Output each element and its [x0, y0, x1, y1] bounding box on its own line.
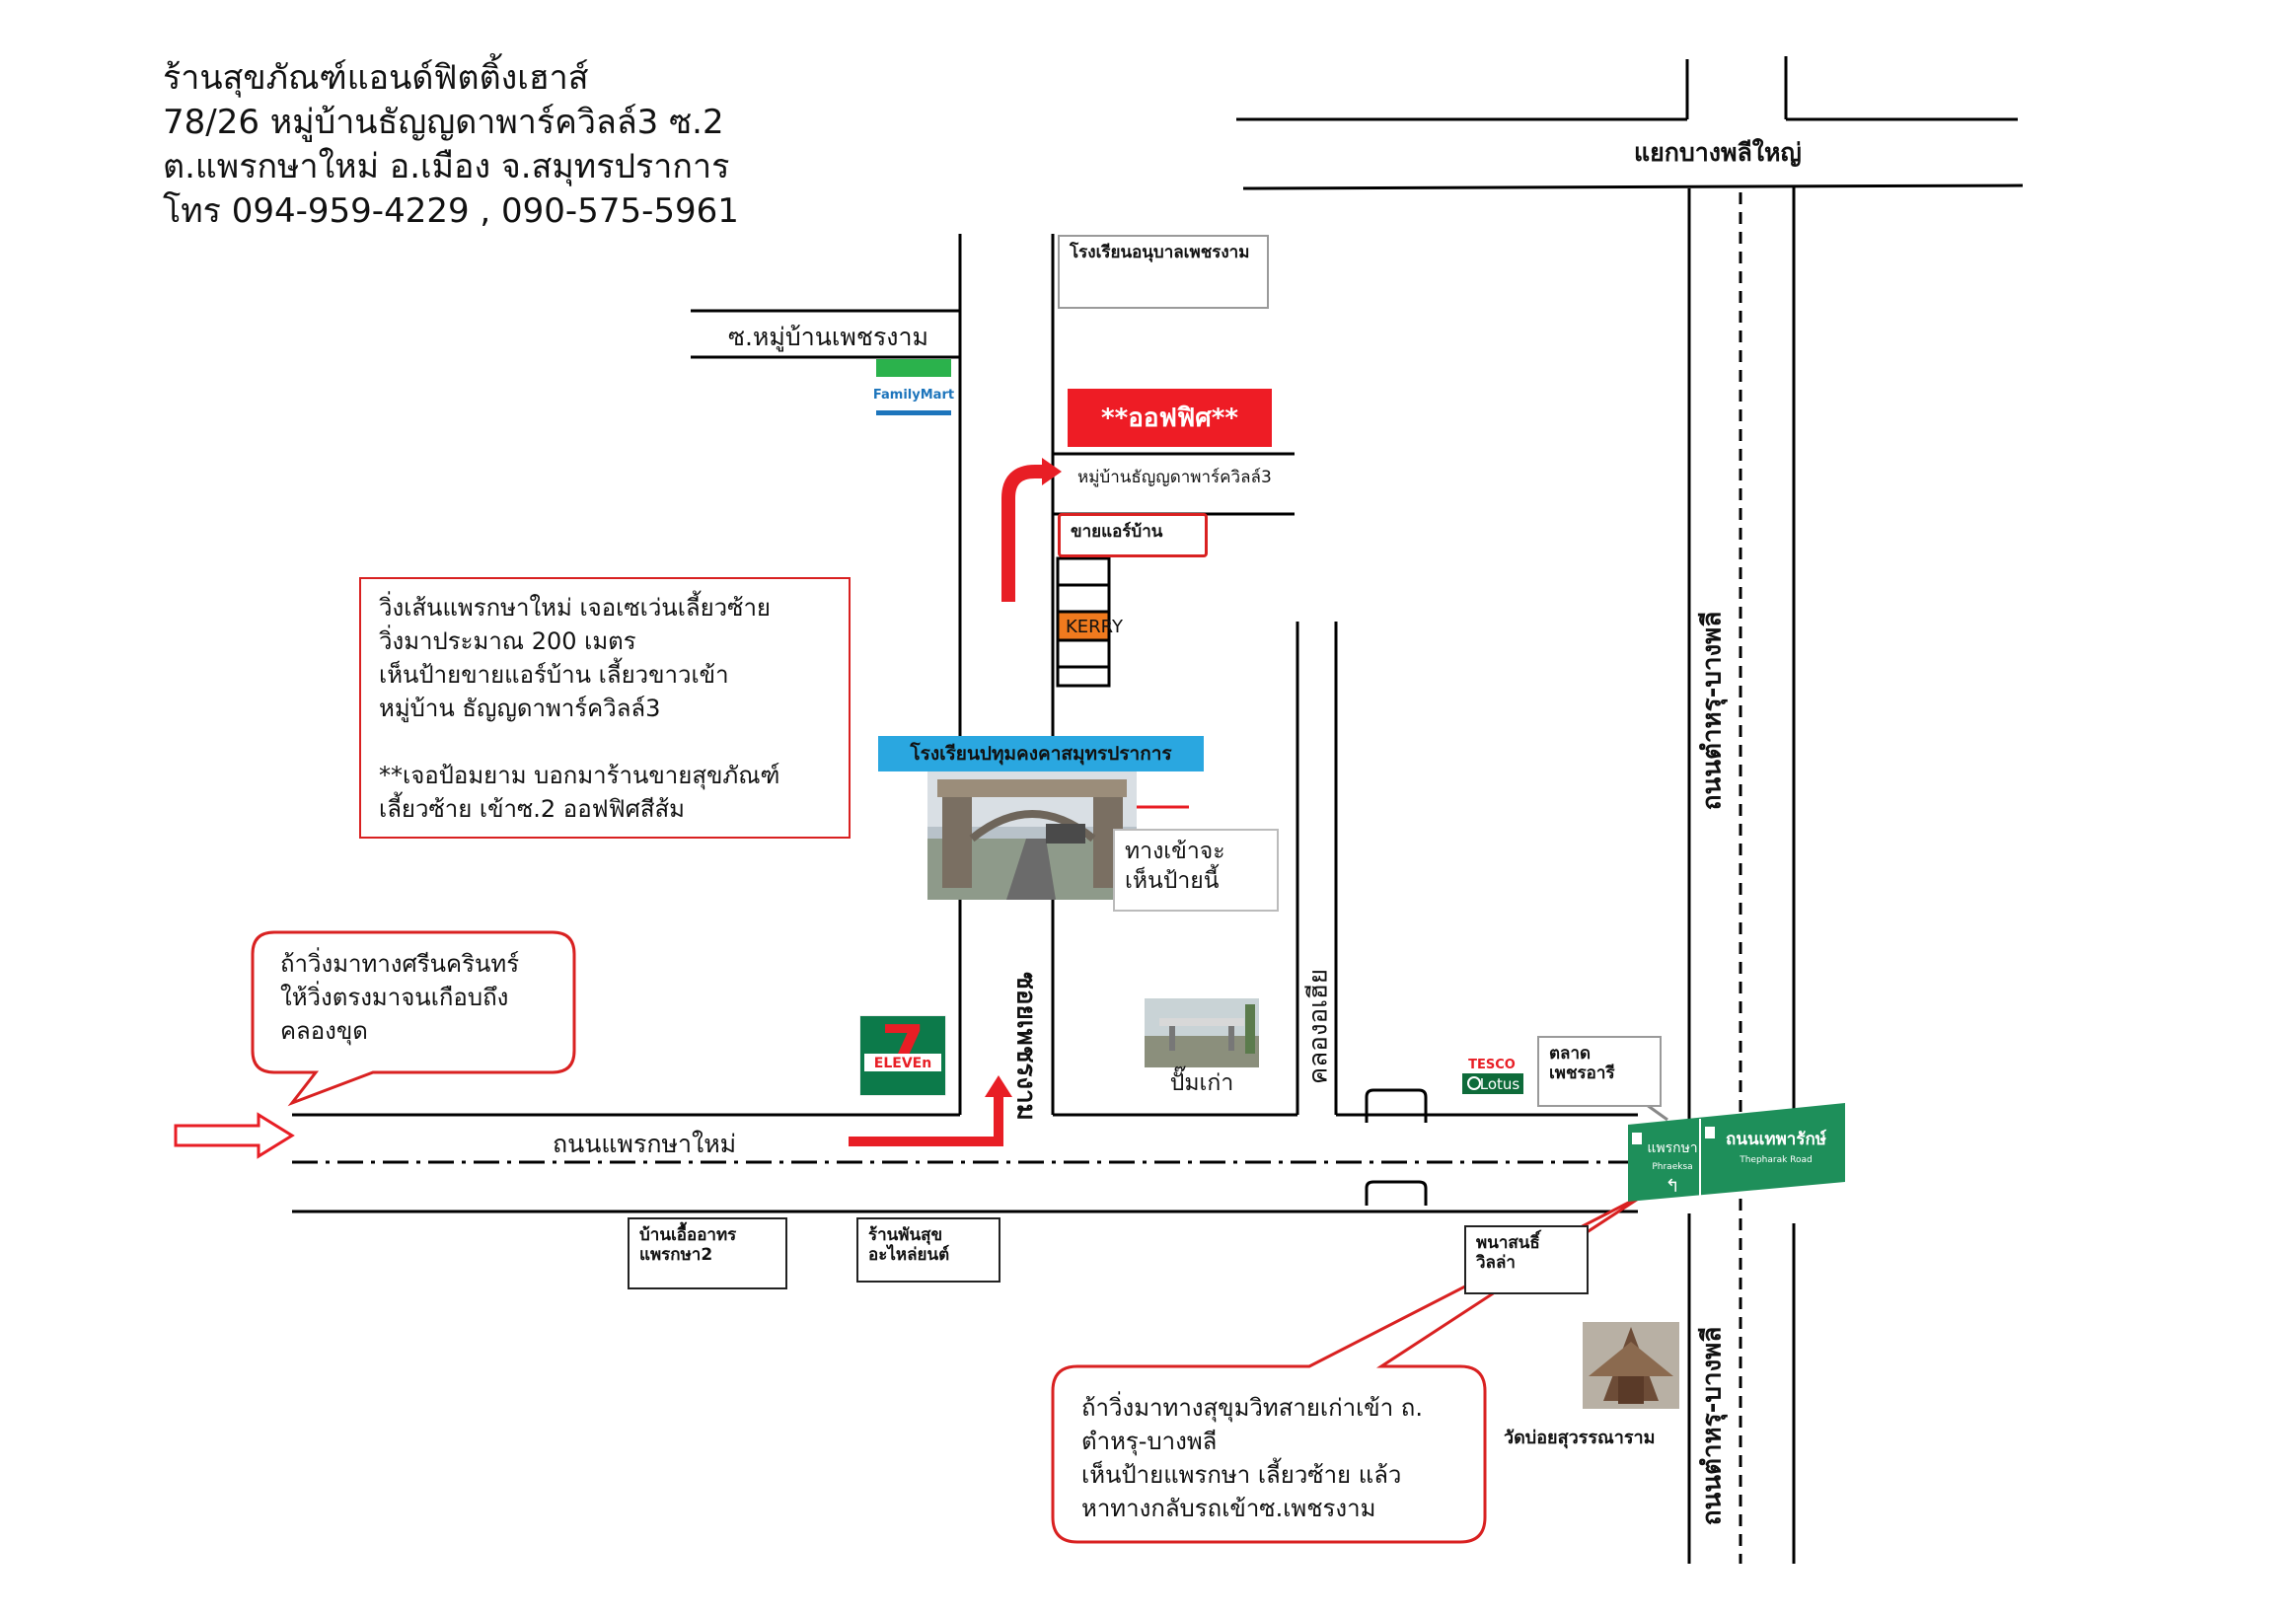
directions-line-2: วิ่งมาประมาณ 200 เมตร — [379, 627, 636, 655]
office-marker: **ออฟฟิศ** — [1068, 389, 1272, 447]
kerry-orange-mark — [1056, 610, 1111, 642]
srinakarin-line-1: ถ้าวิ่งมาทางศรีนครินทร์ — [280, 950, 520, 978]
junction-label: แยกบางพลีใหญ่ — [1634, 138, 1802, 167]
svg-text:ELEVEn: ELEVEn — [874, 1056, 931, 1071]
gas-station-photo — [1145, 998, 1259, 1067]
sukhumvit-line-4: หาทางกลับรถเข้าซ.เพชรงาม — [1081, 1495, 1376, 1522]
market-label: ตลาด เพชรอารี — [1537, 1036, 1662, 1107]
temple-label: วัดบ่อยสุวรรณาราม — [1504, 1428, 1656, 1448]
phone-line: โทร 094-959-4229 , 090-575-5961 — [163, 191, 739, 231]
district-line: ต.แพรกษาใหม่ อ.เมือง จ.สมุทรปราการ — [163, 147, 730, 186]
old-gas-label: ปั๊มเก่า — [1169, 1070, 1234, 1096]
school-gate-photo — [927, 771, 1137, 900]
baan-uea-label: บ้านเอื้ออาทร แพรกษา2 — [628, 1217, 787, 1289]
route-arrow-up — [1001, 458, 1062, 602]
soi-phetngam-label: ซอยเพชรงาม — [1010, 972, 1041, 1121]
villa-label: พนาสนธิ์ วิลล่า — [1464, 1225, 1589, 1294]
kindergarten-label: โรงเรียนอนุบาลเพชรงาม — [1058, 235, 1269, 309]
srinakarin-line-3: คลองขุด — [280, 1017, 368, 1045]
street-sign: แพรกษา Phraeksa ↰ ถนนเทพารักษ์ Thepharak… — [1628, 1098, 1845, 1202]
shop-name: ร้านสุขภัณฑ์แอนด์ฟิตติ้งเฮาส์ — [163, 58, 589, 98]
sukhumvit-line-2: ตำหรุ-บางพลี — [1081, 1428, 1218, 1455]
svg-text:แพรกษา: แพรกษา — [1647, 1140, 1697, 1156]
srinakarin-bubble — [251, 930, 576, 1107]
address-line: 78/26 หมู่บ้านธัญญดาพาร์ควิลล์3 ซ.2 — [163, 103, 724, 142]
canal-label: คลองอเฮีย — [1303, 968, 1334, 1085]
svg-text:FamilyMart: FamilyMart — [873, 388, 954, 403]
u-turn-marks — [1365, 1088, 1428, 1206]
directions-line-1: วิ่งเส้นแพรกษาใหม่ เจอเซเว่นเลี้ยวซ้าย — [379, 594, 771, 622]
school-banner: โรงเรียนปทุมคงคาสมุทรปราการ — [878, 736, 1204, 771]
shop-row — [1056, 556, 1111, 688]
main-road-label: ถนนแพรกษาใหม่ — [553, 1130, 737, 1158]
directions-line-6: เลี้ยวซ้าย เข้าซ.2 ออฟฟิศสีส้ม — [379, 795, 685, 823]
directions-line-3: เห็นป้ายขายแอร์บ้าน เลี้ยวขาวเข้า — [379, 661, 729, 689]
spare-parts-label: ร้านพันสุข อะไหล่ยนต์ — [856, 1217, 1000, 1283]
temple-photo — [1583, 1322, 1679, 1409]
sukhumvit-note: ถ้าวิ่งมาทางสุขุมวิทสายเก่าเข้า ถ. ตำหรุ… — [1081, 1391, 1423, 1525]
kerry-label: KERRY — [1066, 617, 1124, 637]
entrance-note: ทางเข้าจะ เห็นป้ายนี้ — [1113, 829, 1279, 912]
soi-village-label: ซ.หมู่บ้านเพชรงาม — [728, 323, 929, 351]
directions-line-5: **เจอป้อมยาม บอกมาร้านขายสุขภัณฑ์ — [379, 762, 780, 789]
srinakarin-note: ถ้าวิ่งมาทางศรีนครินทร์ ให้วิ่งตรงมาจนเก… — [280, 947, 519, 1048]
svg-text:Phraeksa: Phraeksa — [1652, 1162, 1692, 1172]
main-road — [292, 1113, 1643, 1213]
familymart-logo: FamilyMart — [873, 359, 954, 418]
highway-lower-label: ถนนตำหรุ-บางพลี — [1697, 1326, 1728, 1526]
junction-roads — [1236, 56, 2024, 190]
highway-road — [1687, 185, 1796, 1564]
directions-line-4: หมู่บ้าน ธัญญดาพาร์ควิลล์3 — [379, 695, 661, 722]
canal-road — [1296, 622, 1338, 1115]
sukhumvit-line-3: เห็นป้ายแพรกษา เลี้ยวซ้าย แล้ว — [1081, 1461, 1402, 1489]
svg-text:Thepharak Road: Thepharak Road — [1739, 1155, 1813, 1165]
village-lane-label: หมู่บ้านธัญญดาพาร์ควิลล์3 — [1077, 468, 1272, 487]
svg-text:ถนนเทพารักษ์: ถนนเทพารักษ์ — [1726, 1129, 1826, 1149]
soi-phetngam-road — [958, 234, 1055, 1115]
air-shop-sign: ขายแอร์บ้าน — [1058, 513, 1208, 557]
sukhumvit-line-1: ถ้าวิ่งมาทางสุขุมวิทสายเก่าเข้า ถ. — [1081, 1394, 1423, 1422]
svg-text:TESCO: TESCO — [1468, 1058, 1516, 1072]
srinakarin-line-2: ให้วิ่งตรงมาจนเกือบถึง — [280, 984, 509, 1011]
highway-upper-label: ถนนตำหรุ-บางพลี — [1697, 611, 1728, 811]
svg-text:↰: ↰ — [1665, 1176, 1679, 1197]
svg-text:Lotus: Lotus — [1480, 1075, 1520, 1093]
tesco-lotus-logo: TESCO Lotus — [1462, 1058, 1523, 1094]
seven-eleven-logo: 7 ELEVEn — [859, 1013, 946, 1096]
svg-text:7: 7 — [881, 1013, 926, 1086]
route-arrow-main — [849, 1075, 1012, 1146]
soi-village-road — [691, 309, 960, 359]
entry-arrow-icon — [174, 1112, 295, 1159]
directions-note: วิ่งเส้นแพรกษาใหม่ เจอเซเว่นเลี้ยวซ้าย ว… — [359, 577, 851, 839]
